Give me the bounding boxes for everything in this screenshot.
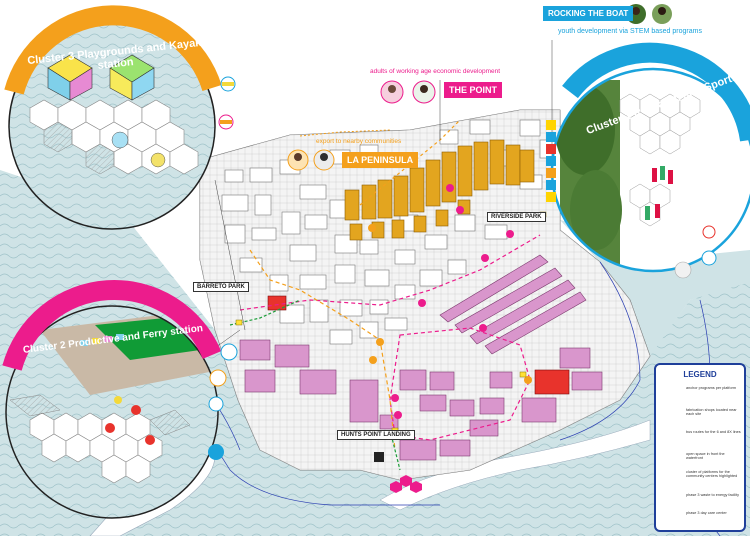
cluster2-band bbox=[2, 280, 222, 371]
rocking-the-boat-tag: ROCKING THE BOAT bbox=[543, 6, 634, 21]
cluster2-bubble bbox=[5, 305, 219, 519]
legend-title: LEGEND bbox=[683, 370, 717, 379]
riverside-park-label: RIVERSIDE PARK bbox=[487, 212, 546, 222]
platform-flowers bbox=[390, 475, 422, 493]
legend-item-text: cluster of platforms for the community c… bbox=[686, 470, 738, 479]
legend-item-text: fabrication shops located near each site bbox=[686, 408, 737, 417]
cluster1-bubble bbox=[546, 67, 750, 273]
pink-development bbox=[239, 254, 603, 461]
gold-development bbox=[344, 139, 535, 241]
la-peninsula-tag: LA PENINSULA bbox=[342, 152, 419, 168]
hunts-point-landing-label: HUNTS POINT LANDING bbox=[337, 430, 415, 440]
barreto-park-label: BARRETO PARK bbox=[193, 282, 249, 292]
youth-development-caption: youth development via STEM based program… bbox=[558, 28, 702, 35]
landing-tank bbox=[374, 452, 384, 462]
building-stack bbox=[546, 120, 556, 202]
legend-item-text: phase 3 waste to energy facility bbox=[686, 493, 739, 497]
legend-item: open space in front the waterfront bbox=[660, 451, 742, 471]
the-point-tag: THE POINT bbox=[444, 82, 503, 98]
portrait-callouts bbox=[287, 4, 672, 171]
city-blocks bbox=[221, 119, 557, 345]
legend-item-text: phase 3 day care center bbox=[686, 511, 727, 515]
legend-item: bus routes for the 6 and 8X lines bbox=[660, 429, 742, 449]
cluster3-band bbox=[4, 5, 222, 95]
legend-item: cluster of platforms for the community c… bbox=[660, 469, 742, 489]
legend-item-text: open space in front the waterfront bbox=[686, 452, 725, 461]
red-facilities bbox=[267, 295, 570, 395]
small-badges bbox=[208, 76, 717, 460]
legend-item: fabrication shops located near each site bbox=[660, 407, 742, 427]
legend-item: phase 3 waste to energy facility bbox=[660, 492, 742, 512]
cluster1-band bbox=[562, 42, 750, 142]
export-caption: export to nearby communities bbox=[316, 138, 402, 145]
legend-item-text: anchor programs per platform bbox=[686, 386, 737, 390]
adults-caption: adults of working age economic developme… bbox=[370, 68, 501, 75]
legend-item: anchor programs per platform bbox=[660, 385, 742, 405]
legend-item: phase 3 day care center bbox=[660, 510, 742, 530]
route-markers bbox=[368, 184, 532, 419]
legend-box: LEGEND anchor programs per platform fabr… bbox=[654, 363, 746, 532]
cluster3-bubble bbox=[8, 22, 216, 230]
legend-item-text: bus routes for the 6 and 8X lines bbox=[686, 430, 741, 434]
